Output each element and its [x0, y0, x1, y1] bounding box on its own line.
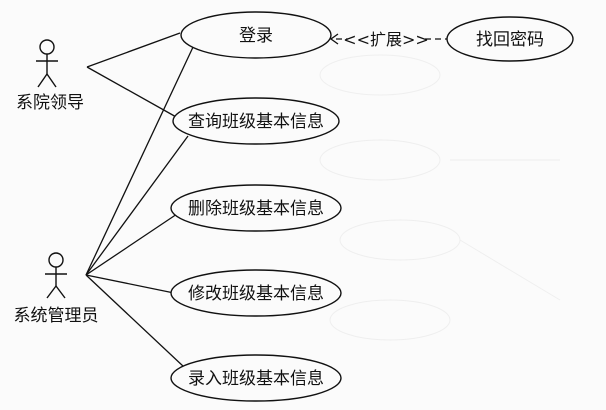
- use-case-query-class-info[interactable]: 查询班级基本信息: [172, 97, 340, 145]
- assoc-admin-login: [85, 44, 195, 276]
- assoc-admin-modify: [85, 274, 175, 294]
- use-case-modify-class-info-label: 修改班级基本信息: [188, 284, 324, 304]
- use-case-login[interactable]: 登录: [180, 11, 332, 59]
- use-case-recover-password-label: 找回密码: [476, 30, 544, 50]
- actor-admin-label: 系统管理员: [14, 306, 99, 326]
- assoc-admin-delete: [85, 211, 181, 276]
- use-case-login-label: 登录: [239, 26, 273, 46]
- assoc-admin-query: [85, 135, 189, 276]
- use-case-delete-class-info[interactable]: 删除班级基本信息: [170, 184, 342, 232]
- use-case-delete-class-info-label: 删除班级基本信息: [188, 199, 324, 219]
- actor-leader[interactable]: [36, 39, 58, 88]
- use-case-query-class-info-label: 查询班级基本信息: [188, 112, 324, 132]
- extend-arrowhead: [329, 33, 339, 45]
- actor-leader-leg-left: [37, 73, 48, 88]
- assoc-leader-login: [86, 32, 181, 68]
- use-case-enter-class-info-label: 录入班级基本信息: [188, 369, 324, 389]
- use-case-modify-class-info[interactable]: 修改班级基本信息: [170, 269, 342, 317]
- actor-leader-label: 系院领导: [16, 93, 84, 113]
- background-ghost: [319, 54, 561, 341]
- actor-leader-leg-right: [46, 73, 57, 88]
- actor-admin-leg-left: [46, 285, 57, 299]
- actor-leader-head: [39, 39, 55, 55]
- assoc-leader-query: [86, 66, 179, 119]
- extend-relation: [329, 33, 447, 45]
- extend-label: <<扩展>>: [343, 30, 429, 49]
- association-lines: [85, 32, 195, 368]
- actor-admin-head: [48, 252, 64, 268]
- assoc-admin-enter: [85, 274, 185, 368]
- actor-admin-leg-right: [55, 285, 66, 299]
- actor-admin[interactable]: [45, 252, 67, 299]
- use-case-recover-password[interactable]: 找回密码: [446, 16, 574, 62]
- use-case-enter-class-info[interactable]: 录入班级基本信息: [170, 354, 342, 402]
